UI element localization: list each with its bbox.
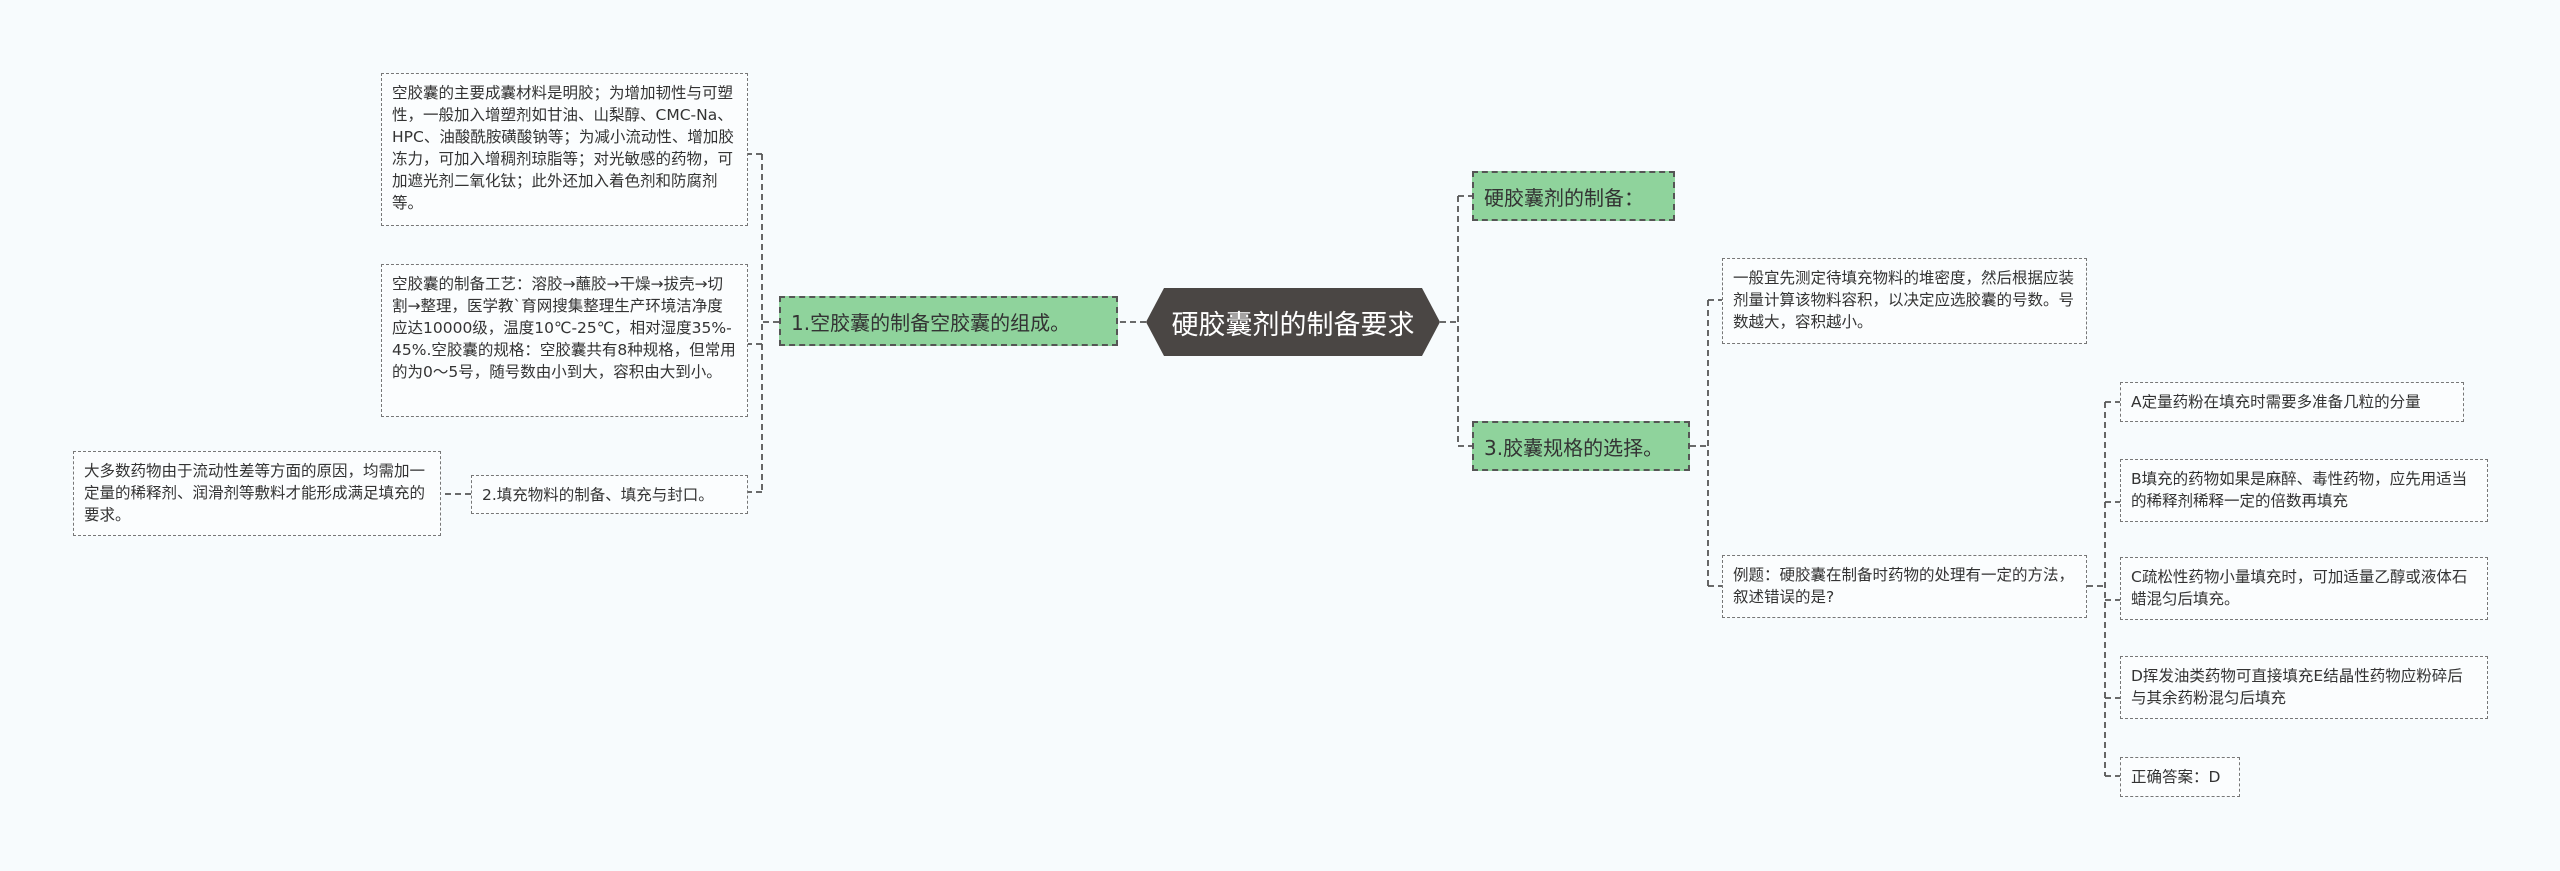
root-label: 硬胶囊剂的制备要求 bbox=[1171, 309, 1415, 341]
leaf-text: 空胶囊的制备工艺：溶胶→蘸胶→干燥→拔壳→切割→整理，医学教`育网搜集整理生产环… bbox=[392, 275, 736, 381]
root-node[interactable]: 硬胶囊剂的制备要求 bbox=[1146, 288, 1440, 356]
answer-text: 正确答案：D bbox=[2131, 768, 2221, 786]
option-b[interactable]: B填充的药物如果是麻醉、毒性药物，应先用适当的稀释剂稀释一定的倍数再填充 bbox=[2120, 459, 2488, 522]
correct-answer[interactable]: 正确答案：D bbox=[2120, 757, 2240, 797]
branch-label: 硬胶囊剂的制备： bbox=[1484, 185, 1644, 210]
leaf-text: 大多数药物由于流动性差等方面的原因，均需加一定量的稀释剂、润滑剂等敷料才能形成满… bbox=[84, 462, 426, 524]
leaf-capsule-process[interactable]: 空胶囊的制备工艺：溶胶→蘸胶→干燥→拔壳→切割→整理，医学教`育网搜集整理生产环… bbox=[381, 264, 748, 417]
leaf-text: 空胶囊的主要成囊材料是明胶；为增加韧性与可塑性，一般加入增塑剂如甘油、山梨醇、C… bbox=[392, 84, 734, 212]
branch-empty-capsule[interactable]: 1.空胶囊的制备空胶囊的组成。 bbox=[779, 296, 1118, 346]
leaf-text: 一般宜先测定待填充物料的堆密度，然后根据应装剂量计算该物料容积，以决定应选胶囊的… bbox=[1733, 269, 2075, 331]
connector bbox=[1440, 195, 1472, 447]
leaf-text: 例题：硬胶囊在制备时药物的处理有一定的方法，叙述错误的是? bbox=[1733, 566, 2075, 606]
leaf-size-selection[interactable]: 一般宜先测定待填充物料的堆密度，然后根据应装剂量计算该物料容积，以决定应选胶囊的… bbox=[1722, 258, 2087, 344]
branch-filling-material[interactable]: 2.填充物料的制备、填充与封口。 bbox=[471, 475, 748, 514]
leaf-example-question[interactable]: 例题：硬胶囊在制备时药物的处理有一定的方法，叙述错误的是? bbox=[1722, 555, 2087, 618]
option-d[interactable]: D挥发油类药物可直接填充E结晶性药物应粉碎后与其余药粉混匀后填充 bbox=[2120, 656, 2488, 719]
branch-hard-capsule-prep[interactable]: 硬胶囊剂的制备： bbox=[1472, 171, 1675, 221]
branch-label: 3.胶囊规格的选择。 bbox=[1484, 435, 1664, 460]
option-c[interactable]: C疏松性药物小量填充时，可加适量乙醇或液体石蜡混匀后填充。 bbox=[2120, 557, 2488, 620]
connector bbox=[1690, 299, 1722, 587]
connector bbox=[748, 153, 779, 493]
connector bbox=[2087, 401, 2120, 777]
option-text: B填充的药物如果是麻醉、毒性药物，应先用适当的稀释剂稀释一定的倍数再填充 bbox=[2131, 470, 2468, 510]
option-text: A定量药粉在填充时需要多准备几粒的分量 bbox=[2131, 393, 2421, 411]
option-text: D挥发油类药物可直接填充E结晶性药物应粉碎后与其余药粉混匀后填充 bbox=[2131, 667, 2463, 707]
branch-label: 2.填充物料的制备、填充与封口。 bbox=[482, 486, 714, 504]
leaf-capsule-materials[interactable]: 空胶囊的主要成囊材料是明胶；为增加韧性与可塑性，一般加入增塑剂如甘油、山梨醇、C… bbox=[381, 73, 748, 226]
option-a[interactable]: A定量药粉在填充时需要多准备几粒的分量 bbox=[2120, 382, 2464, 422]
branch-label: 1.空胶囊的制备空胶囊的组成。 bbox=[791, 310, 1071, 335]
leaf-filling-requirement[interactable]: 大多数药物由于流动性差等方面的原因，均需加一定量的稀释剂、润滑剂等敷料才能形成满… bbox=[73, 451, 441, 536]
option-text: C疏松性药物小量填充时，可加适量乙醇或液体石蜡混匀后填充。 bbox=[2131, 568, 2468, 608]
branch-capsule-size[interactable]: 3.胶囊规格的选择。 bbox=[1472, 421, 1690, 471]
